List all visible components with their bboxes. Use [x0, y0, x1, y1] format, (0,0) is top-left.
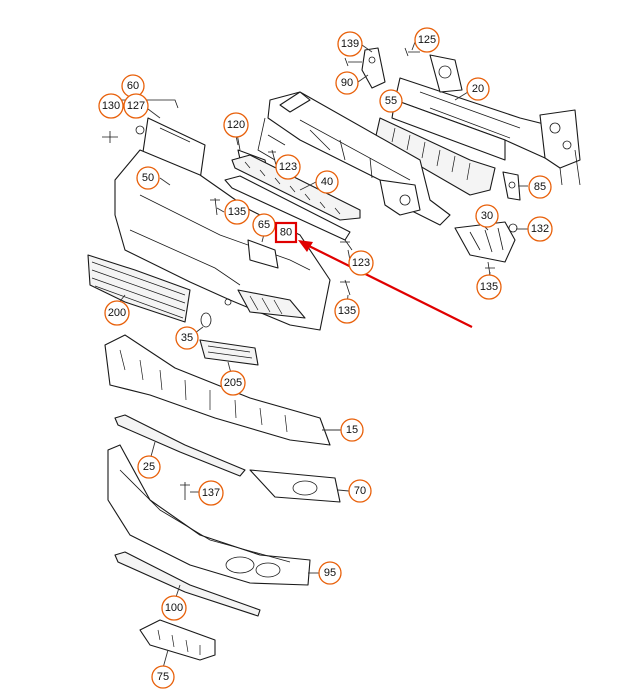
trim-strip-100	[114, 551, 261, 617]
callout-55[interactable]: 55	[379, 89, 403, 113]
callout-139[interactable]: 139	[337, 31, 363, 57]
lower-panel-95	[107, 444, 311, 586]
fog-cover-70	[249, 469, 341, 503]
callout-123-lower-label: 123	[352, 257, 370, 269]
callout-135-middle-label: 135	[338, 305, 356, 317]
callout-85-label: 85	[534, 181, 546, 193]
callout-120[interactable]: 120	[223, 112, 249, 138]
callout-120-label: 120	[227, 119, 245, 131]
callout-132-label: 132	[531, 223, 549, 235]
callout-65-label: 65	[258, 219, 270, 231]
callout-40-label: 40	[321, 176, 333, 188]
callout-135-right-label: 135	[480, 281, 498, 293]
callout-200[interactable]: 200	[104, 300, 130, 326]
callout-100-label: 100	[165, 602, 183, 614]
pointer-arrow	[298, 240, 473, 328]
spoiler-15	[104, 334, 331, 446]
callout-95[interactable]: 95	[318, 561, 342, 585]
callout-130[interactable]: 130	[98, 93, 124, 119]
callout-90-label: 90	[341, 77, 353, 89]
callout-135-right[interactable]: 135	[476, 274, 502, 300]
callout-30[interactable]: 30	[475, 204, 499, 228]
callout-20-label: 20	[472, 83, 484, 95]
callout-137-label: 137	[202, 487, 220, 499]
callout-125-label: 125	[418, 34, 436, 46]
grille-strip-40	[224, 154, 361, 241]
callout-205-label: 205	[224, 377, 242, 389]
callout-135-upper[interactable]: 135	[224, 199, 250, 225]
lower-grille-200	[87, 254, 191, 323]
callout-75-label: 75	[157, 671, 169, 683]
callout-123-upper-label: 123	[279, 161, 297, 173]
callout-100[interactable]: 100	[161, 595, 187, 621]
callout-35-label: 35	[181, 332, 193, 344]
callout-95-label: 95	[324, 567, 336, 579]
callout-15-label: 15	[346, 424, 358, 436]
callout-70-label: 70	[354, 485, 366, 497]
callout-123-upper[interactable]: 123	[275, 154, 301, 180]
callout-130-label: 130	[102, 100, 120, 112]
bumper-cover-50	[114, 149, 331, 331]
callout-135-upper-label: 135	[228, 206, 246, 218]
callout-20[interactable]: 20	[466, 77, 490, 101]
callout-205[interactable]: 205	[220, 370, 246, 396]
callout-135-middle[interactable]: 135	[334, 298, 360, 324]
callout-137[interactable]: 137	[198, 480, 224, 506]
callout-50[interactable]: 50	[136, 166, 160, 190]
callout-55-label: 55	[385, 95, 397, 107]
callout-139-label: 139	[341, 38, 359, 50]
callout-75[interactable]: 75	[151, 665, 175, 689]
mounting-bracket-30	[454, 221, 518, 276]
callout-85[interactable]: 85	[528, 175, 552, 199]
carrier-bracket-90	[344, 47, 420, 89]
callout-65[interactable]: 65	[252, 213, 276, 237]
guide-85	[502, 171, 521, 201]
callout-35[interactable]: 35	[175, 326, 199, 350]
clip-35	[200, 312, 212, 328]
callout-30-label: 30	[481, 210, 493, 222]
callout-25[interactable]: 25	[137, 455, 161, 479]
trim-strip-25	[114, 414, 246, 477]
callout-127[interactable]: 127	[123, 93, 149, 119]
callout-80-highlighted[interactable]: 80	[274, 221, 298, 244]
bumper-reinforcement-20	[391, 54, 581, 186]
callout-80-label: 80	[280, 227, 292, 239]
callout-70[interactable]: 70	[348, 479, 372, 503]
callout-15[interactable]: 15	[340, 418, 364, 442]
callout-40[interactable]: 40	[315, 170, 339, 194]
callout-60-label: 60	[127, 80, 139, 92]
callout-200-label: 200	[108, 307, 126, 319]
callout-123-lower[interactable]: 123	[348, 250, 374, 276]
grille-cover-205	[199, 339, 259, 366]
callout-90[interactable]: 90	[335, 71, 359, 95]
callout-127-label: 127	[127, 100, 145, 112]
callout-50-label: 50	[142, 172, 154, 184]
callout-132[interactable]: 132	[527, 216, 553, 242]
callout-125[interactable]: 125	[414, 27, 440, 53]
callout-25-label: 25	[143, 461, 155, 473]
callout-60[interactable]: 60	[121, 74, 145, 98]
skid-plate-75	[139, 619, 216, 661]
